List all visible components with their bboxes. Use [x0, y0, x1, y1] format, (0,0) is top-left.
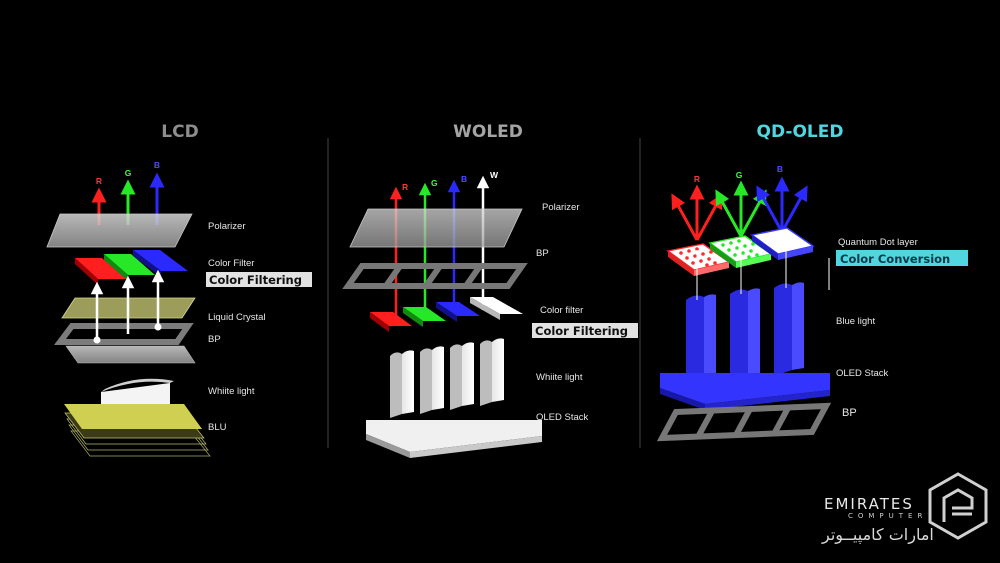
woled-title: WOLED — [453, 122, 523, 142]
qd-letter-b: B — [777, 164, 783, 174]
brand-watermark: EMIRATES COMPUTER امارات كامپيــوتر — [821, 472, 988, 545]
woled-highlight-text: Color Filtering — [535, 324, 628, 338]
qd-highlight-box — [836, 250, 968, 266]
woled-filter-green — [403, 307, 446, 321]
woled-letter-g: G — [431, 178, 438, 188]
woled-label-bp: BP — [536, 248, 549, 259]
woled-letter-r: R — [402, 182, 408, 192]
qd-blue-arrows — [756, 176, 808, 233]
woled-white-light — [390, 338, 504, 418]
woled-label-white-light: Whiite light — [536, 372, 583, 383]
lcd-filter-red — [75, 258, 126, 279]
lcd-filter-green — [104, 254, 155, 275]
lcd-title: LCD — [161, 122, 198, 142]
brand-name: EMIRATES — [824, 495, 914, 513]
woled-letter-b: B — [461, 174, 467, 184]
qd-oled-title: QD-OLED — [757, 122, 844, 142]
woled-filter-blue — [436, 302, 480, 316]
woled-bp — [342, 263, 528, 289]
qd-letter-r: R — [694, 174, 700, 184]
lcd-label-bp: BP — [208, 334, 221, 345]
lcd-highlight-text: Color Filtering — [209, 273, 302, 287]
qd-layer-clear — [750, 227, 815, 260]
lcd-panel: LCD R G B — [46, 122, 312, 457]
woled-oled-stack — [366, 420, 542, 452]
lcd-bp — [54, 323, 194, 345]
qd-oled-stack-front — [660, 388, 705, 410]
lcd-white-light-top — [101, 378, 174, 392]
qd-oled-panel: QD-OLED R G B — [656, 122, 968, 442]
lcd-polarizer — [46, 213, 193, 248]
qd-green-arrows — [715, 180, 767, 237]
woled-label-oled-stack: OLED Stack — [536, 412, 589, 423]
lcd-filter-red-side — [75, 258, 98, 285]
qd-label-blue-light: Blue light — [836, 316, 875, 327]
lcd-letter-b: B — [154, 160, 160, 170]
woled-highlight-box — [532, 323, 638, 338]
woled-label-color-filter: Color filter — [540, 305, 583, 316]
qd-blue-light — [686, 282, 804, 388]
qd-label-quantum-dot: Quantum Dot layer — [838, 237, 918, 248]
lcd-letter-g: G — [125, 168, 132, 178]
lcd-label-polarizer: Polarizer — [208, 221, 246, 232]
emirates-computer-logo-icon — [928, 472, 988, 540]
lcd-label-liquid-crystal: Liquid Crystal — [208, 312, 266, 323]
woled-filter-blue-side — [436, 302, 457, 322]
qd-oled-stack — [660, 373, 830, 404]
qd-layer-red — [666, 243, 731, 276]
woled-letter-w: W — [490, 170, 499, 180]
lcd-label-white-light: Whiite light — [208, 386, 255, 397]
woled-label-polarizer: Polarizer — [542, 202, 580, 213]
woled-filter-red — [370, 312, 412, 326]
woled-oled-stack-side — [410, 436, 542, 458]
lcd-label-color-filter: Color Filter — [208, 258, 254, 269]
qd-label-bp: BP — [842, 407, 857, 419]
woled-filter-white — [470, 297, 523, 314]
woled-panel: WOLED R G B W — [342, 122, 638, 458]
qd-oled-stack-side — [705, 390, 830, 410]
brand-arabic: امارات كامپيــوتر — [821, 525, 934, 545]
qd-red-arrows — [671, 184, 723, 241]
lcd-glass-plate — [65, 345, 196, 364]
brand-sub: COMPUTER — [848, 512, 927, 520]
qd-label-oled-stack: OLED Stack — [836, 368, 889, 379]
lcd-filter-blue — [133, 250, 188, 271]
lcd-filter-green-side — [104, 254, 128, 281]
woled-polarizer — [349, 208, 523, 248]
woled-oled-stack-front — [366, 434, 410, 458]
woled-filter-white-side — [470, 297, 500, 320]
lcd-blu-top — [64, 404, 202, 429]
woled-filter-green-side — [403, 307, 423, 327]
qd-bp — [656, 402, 832, 442]
lcd-highlight-box — [206, 272, 312, 287]
qd-highlight-text: Color Conversion — [840, 252, 950, 266]
qd-letter-g: G — [736, 170, 743, 180]
lcd-letter-r: R — [96, 176, 102, 186]
woled-filter-red-side — [370, 312, 389, 332]
lcd-label-blu: BLU — [208, 422, 227, 433]
